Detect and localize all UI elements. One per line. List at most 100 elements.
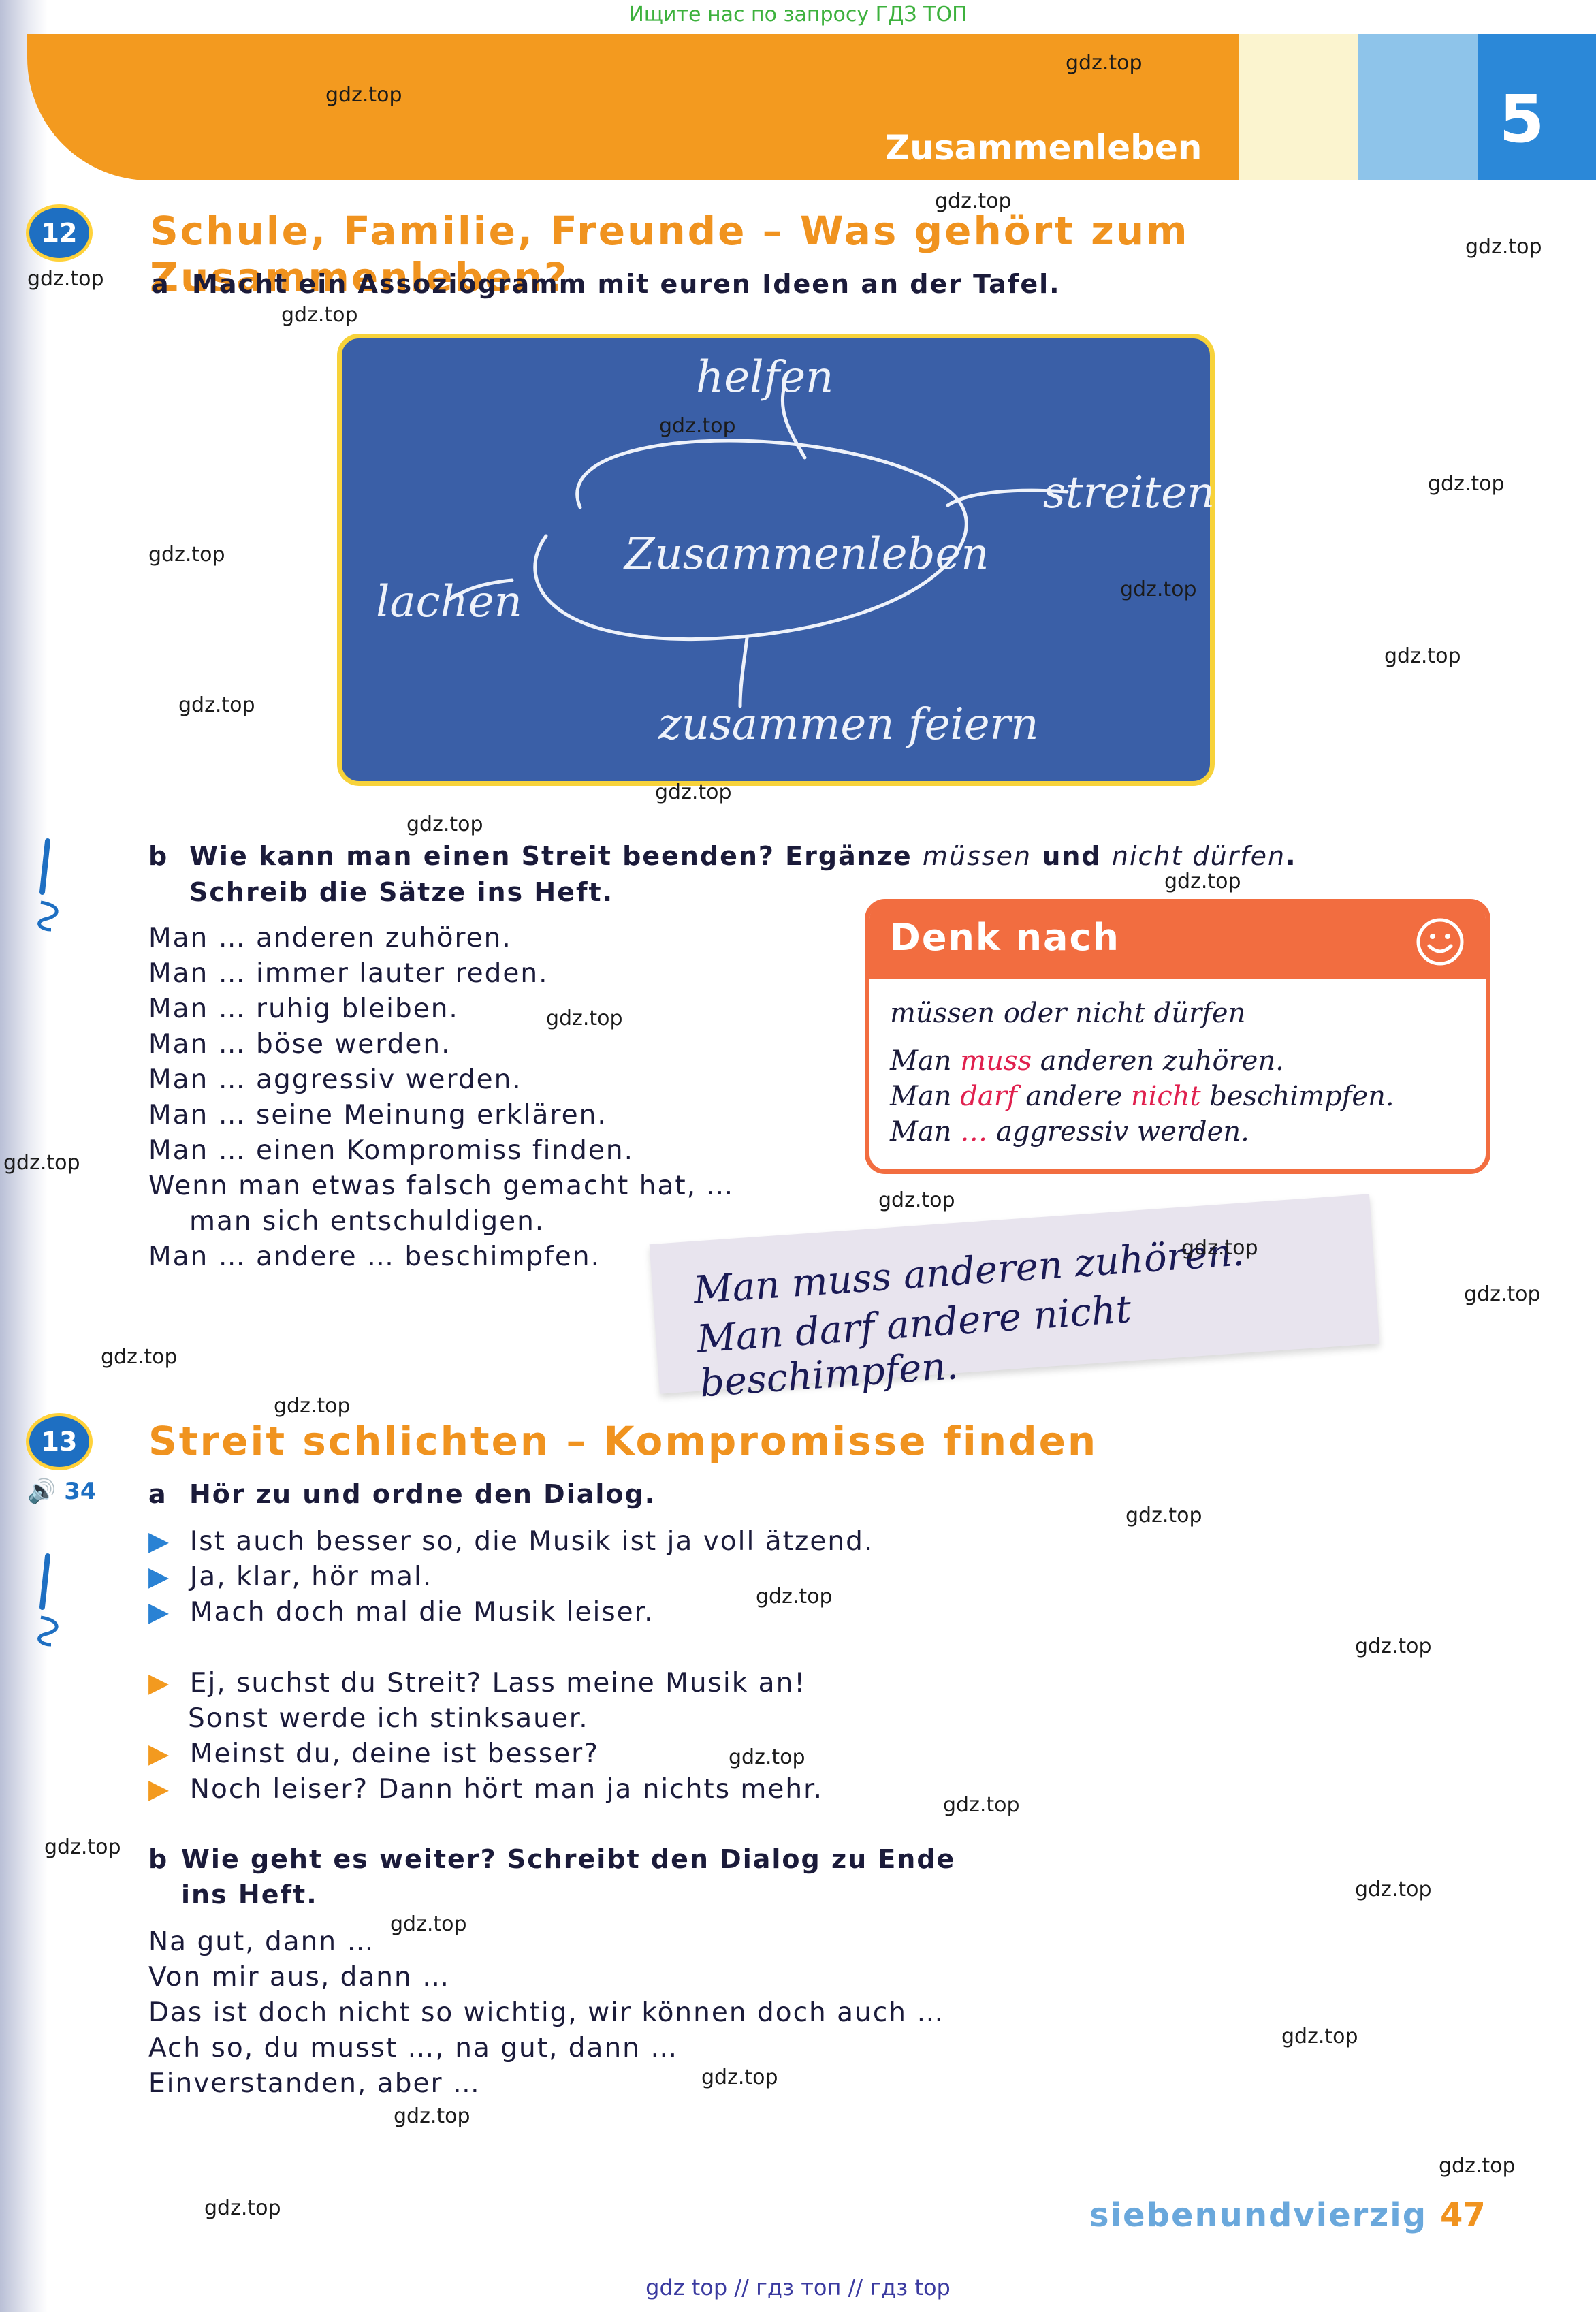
example-text: Man [890,1081,961,1112]
dialog-lines-blue: ▶ Ist auch besser so, die Musik ist ja v… [148,1524,874,1630]
task-b-and: und [1042,841,1102,871]
watermark: gdz.top [1428,472,1505,496]
watermark: gdz.top [655,780,732,804]
task-b-instruction-line1: Wie geht es weiter? Schreibt den Dialog … [181,1844,956,1874]
sentence-item: Man … anderen zuhören. [148,923,512,953]
dialog-line: Sonst werde ich stinksauer. [188,1703,589,1734]
top-note: Ищите нас по запросу ГДЗ ТОП [628,3,968,27]
example-blank-highlight: … [960,1116,988,1147]
example-text: beschimpfen. [1200,1081,1394,1112]
watermark: gdz.top [1464,1282,1541,1306]
smiley-icon [1416,918,1464,966]
dialog-text: Ja, klar, hör mal. [189,1562,433,1592]
continuation-item: Na gut, dann … [148,1927,375,1957]
grammar-hint-icon [37,838,59,932]
watermark: gdz.top [1164,870,1241,893]
watermark: gdz.top [935,189,1012,213]
dialog-text: Noch leiser? Dann hört man ja nichts meh… [189,1774,823,1805]
exercise-12-heading: Schule, Familie, Freunde – Was gehört zu… [150,208,1190,300]
page-number-word: siebenundvierzig [1089,2196,1428,2234]
chapter-title: Zusammenleben [885,128,1202,168]
exercise-13-heading: Streit schlichten – Kompromisse finden [148,1418,1098,1464]
watermark: gdz.top [148,543,225,567]
task-a-label: a [148,1479,167,1509]
dialog-text: Meinst du, deine ist besser? [189,1739,599,1769]
mindmap-word-left: lachen [376,577,522,627]
dialog-line: ▶ Ja, klar, hör mal. [148,1559,874,1595]
watermark: gdz.top [1126,1504,1202,1527]
dialog-continuation-list: Na gut, dann … Von mir aus, dann … Das i… [148,1925,944,2102]
dialog-line: ▶ Ist auch besser so, die Musik ist ja v… [148,1524,874,1559]
dialog-text: Ist auch besser so, die Musik ist ja vol… [189,1526,874,1557]
watermark: gdz.top [1281,2025,1358,2048]
watermark: gdz.top [546,1007,623,1030]
example-negation-highlight: nicht [1130,1081,1201,1112]
watermark: gdz.top [1384,644,1461,668]
exercise-number-badge: 13 [26,1413,93,1470]
grammar-hint-icon [37,1553,59,1647]
watermark: gdz.top [394,2104,470,2128]
sentence-item: Wenn man etwas falsch gemacht hat, … [148,1171,735,1201]
sentence-item: Man … seine Meinung erklären. [148,1100,607,1130]
watermark: gdz.top [27,267,104,291]
example-text: aggressiv werden. [987,1116,1249,1147]
triangle-bullet-icon: ▶ [148,1739,170,1769]
example-verb-highlight: darf [960,1081,1017,1112]
dialog-line: ▶ Ej, suchst du Streit? Lass meine Musik… [148,1666,823,1701]
watermark: gdz.top [1120,577,1197,601]
page-number: 47 [1440,2196,1486,2234]
example-text: Man [890,1045,961,1077]
handwritten-note: Man muss anderen zuhören. Man darf ander… [649,1194,1380,1406]
sentence-item: Man … ruhig bleiben. [148,994,459,1024]
audio-track-number: 34 [64,1478,97,1505]
sentence-item: Man … immer lauter reden. [148,958,549,989]
task-b-label: b [148,1844,169,1874]
watermark: gdz.top [729,1745,805,1769]
triangle-bullet-icon: ▶ [148,1774,170,1805]
task-b-instruction-line1: Wie kann man einen Streit beenden? Ergän… [189,841,1297,871]
continuation-item: Von mir aus, dann … [148,1962,451,1993]
page-edge-shadow [0,0,48,2312]
task-b-period: . [1286,841,1297,871]
task-b-label: b [148,841,169,871]
sentence-item: man sich entschuldigen. [189,1206,545,1237]
watermark: gdz.top [281,303,358,327]
watermark: gdz.top [1181,1236,1258,1260]
sentence-item: Man … einen Kompromiss finden. [148,1135,635,1166]
watermark: gdz.top [204,2196,281,2220]
denk-nach-example-3: Man … aggressiv werden. [890,1114,1249,1150]
task-b-instruction-line2: Schreib die Sätze ins Heft. [189,877,614,907]
example-verb-highlight: muss [960,1045,1032,1077]
dialog-text: Ej, suchst du Streit? Lass meine Musik a… [189,1668,806,1698]
chalkboard: helfen streiten lachen Zusammenleben zus… [337,334,1215,786]
sentence-item: Man … aggressiv werden. [148,1064,522,1095]
example-text: Man [890,1116,961,1147]
task-b-text: Wie kann man einen Streit beenden? Ergän… [189,841,912,871]
sentence-item: Man … andere … beschimpfen. [148,1241,601,1272]
speaker-icon: 🔊 [27,1478,57,1505]
banner-stripe-light-blue [1358,34,1478,180]
watermark: gdz.top [406,812,483,836]
mindmap-word-right: streiten [1043,468,1215,518]
denk-nach-example-1: Man muss anderen zuhören. [890,1043,1284,1079]
exercise-number-badge: 12 [26,204,93,262]
denk-nach-subtitle: müssen oder nicht dürfen [890,998,1246,1029]
dialog-text: Mach doch mal die Musik leiser. [189,1597,654,1628]
continuation-item: Einverstanden, aber … [148,2068,481,2099]
denk-nach-title: Denk nach [890,916,1120,959]
watermark: gdz.top [659,414,736,438]
watermark: gdz.top [101,1345,178,1369]
denk-nach-box: Denk nach müssen oder nicht dürfen Man m… [865,899,1490,1174]
bottom-note: gdz top // гдз топ // гдз top [645,2275,951,2300]
audio-track: 🔊 34 [27,1478,97,1505]
banner-stripe-blue [1478,34,1596,180]
watermark: gdz.top [3,1151,80,1175]
watermark: gdz.top [878,1188,955,1212]
continuation-item: Ach so, du musst …, na gut, dann … [148,2033,679,2063]
dialog-line: ▶ Noch leiser? Dann hört man ja nichts m… [148,1772,823,1807]
chapter-banner [27,34,1239,180]
watermark: gdz.top [1355,1878,1432,1901]
mindmap-lines [445,384,1069,708]
task-a-label: a [151,269,170,299]
triangle-bullet-icon: ▶ [148,1668,170,1698]
